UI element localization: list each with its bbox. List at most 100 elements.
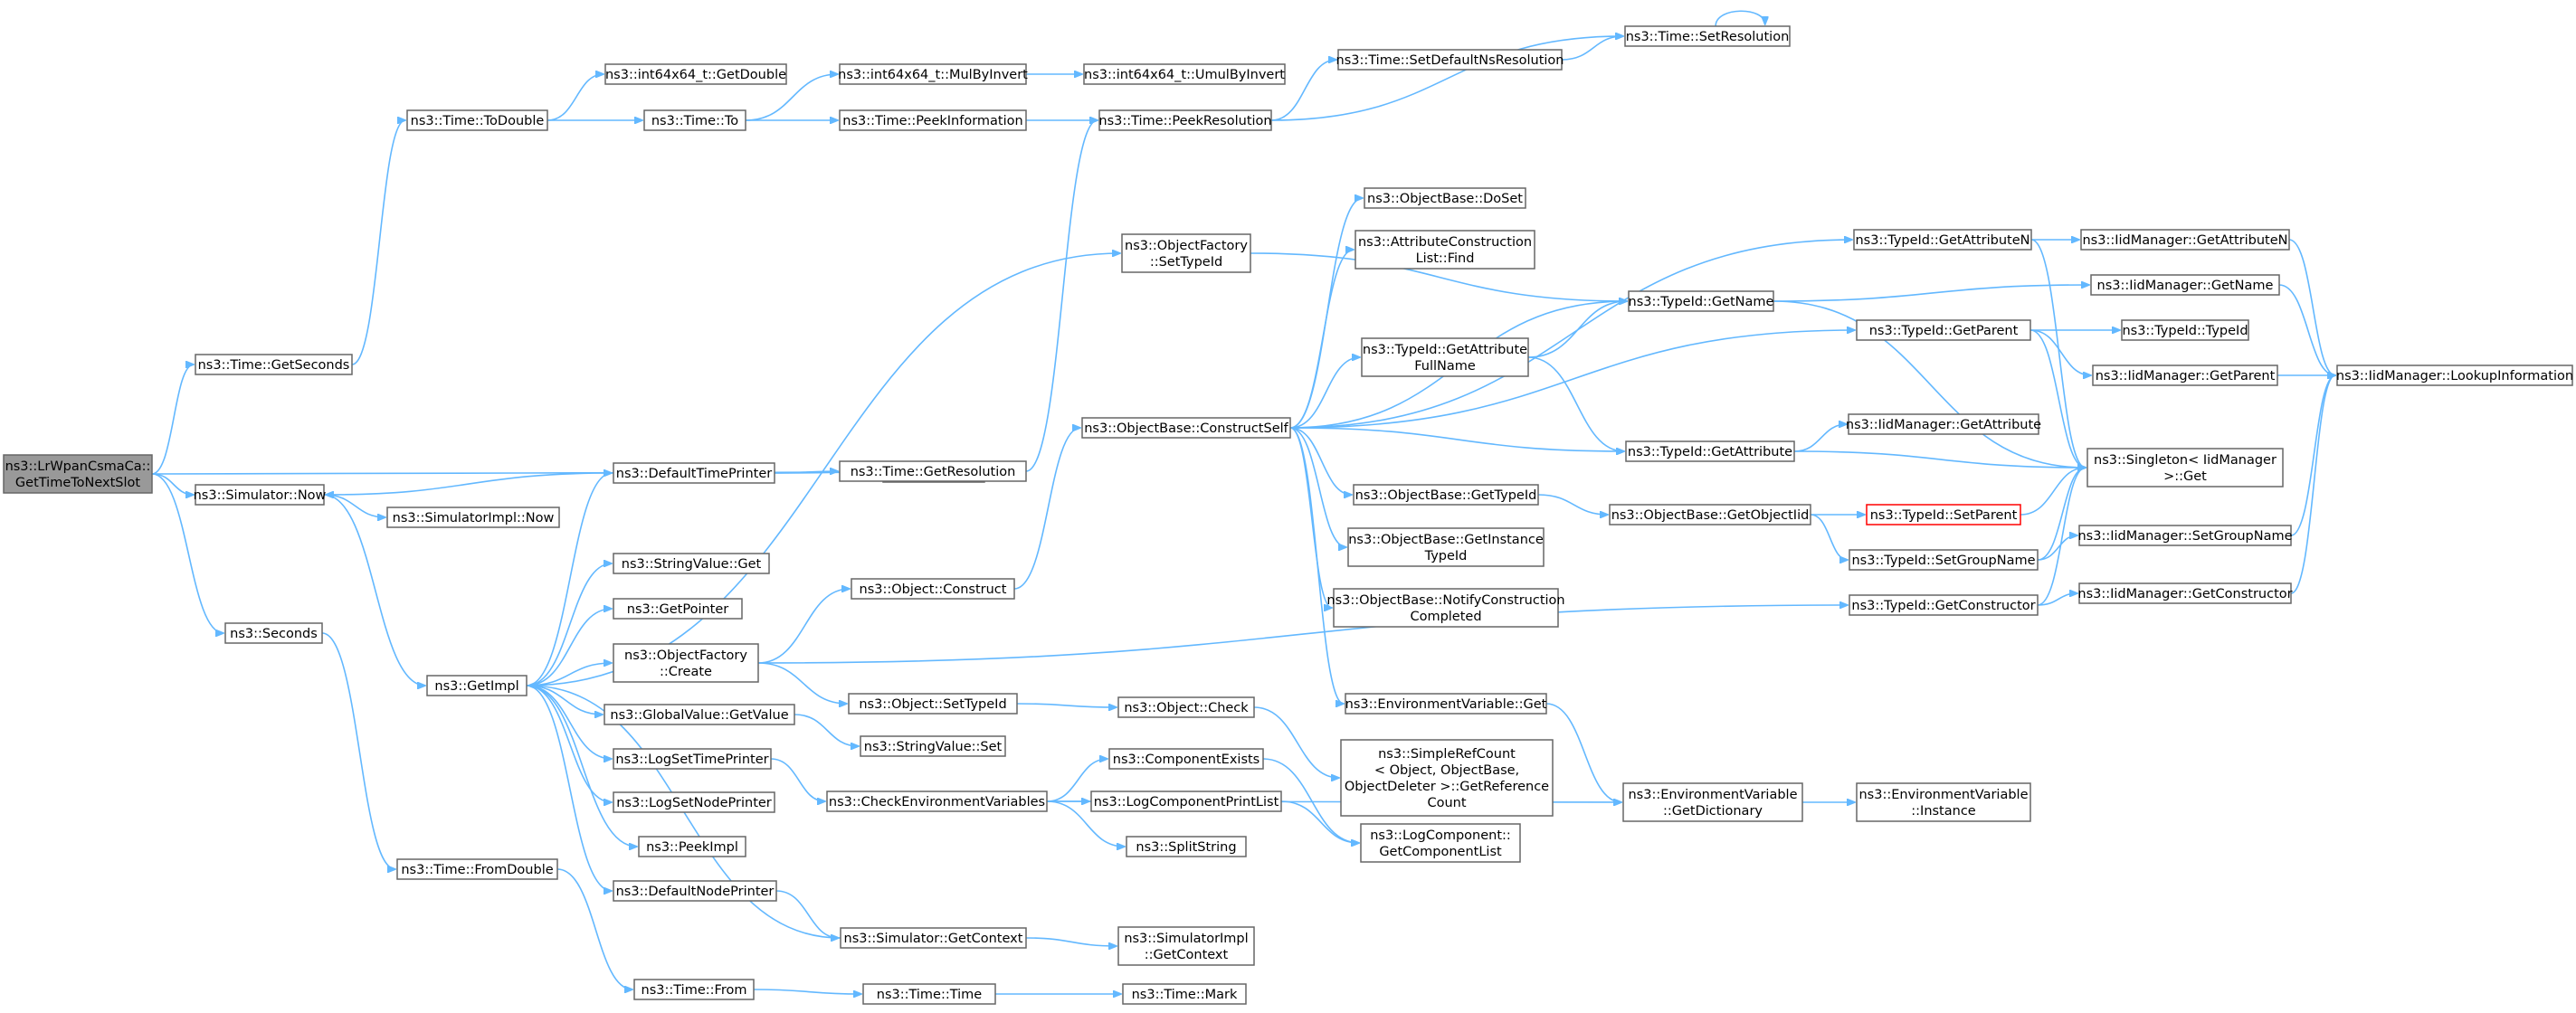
- node-obj-set-type-id[interactable]: ns3::Object::SetTypeId: [848, 693, 1018, 715]
- node-box[interactable]: [1848, 413, 2039, 435]
- node-type-id-set-parent[interactable]: ns3::TypeId::SetParent: [1866, 504, 2021, 525]
- node-box[interactable]: [839, 109, 1027, 131]
- node-obj-base-get-type-id[interactable]: ns3::ObjectBase::GetTypeId: [1353, 484, 1539, 506]
- node-get-impl[interactable]: ns3::GetImpl: [426, 675, 528, 696]
- node-box[interactable]: [1353, 484, 1539, 506]
- node-box[interactable]: [1856, 782, 2031, 822]
- node-def-time-printer[interactable]: ns3::DefaultTimePrinter: [613, 462, 775, 484]
- node-obj-base-notify[interactable]: ns3::ObjectBase::NotifyConstructionCompl…: [1326, 588, 1565, 628]
- node-obj-base-get-object-iid[interactable]: ns3::ObjectBase::GetObjectIid: [1609, 504, 1811, 525]
- node-get-double[interactable]: ns3::int64x64_t::GetDouble: [604, 63, 787, 85]
- node-root[interactable]: ns3::LrWpanCsmaCa::GetTimeToNextSlot: [3, 454, 153, 494]
- node-box[interactable]: [613, 880, 777, 902]
- node-iid-get-name[interactable]: ns3::IidManager::GetName: [2090, 274, 2280, 296]
- node-box[interactable]: [1081, 417, 1291, 439]
- node-seconds[interactable]: ns3::Seconds: [224, 622, 323, 644]
- node-singleton-get[interactable]: ns3::Singleton< IidManager >::Get: [2086, 448, 2284, 488]
- node-box[interactable]: [1333, 588, 1559, 628]
- node-str-val-set[interactable]: ns3::StringValue::Set: [860, 735, 1006, 757]
- node-log-set-time-printer[interactable]: ns3::LogSetTimePrinter: [613, 748, 772, 770]
- node-box[interactable]: [3, 454, 153, 494]
- node-box[interactable]: [224, 622, 323, 644]
- node-iid-get-parent[interactable]: ns3::IidManager::GetParent: [2092, 364, 2278, 386]
- node-box[interactable]: [1622, 782, 1803, 822]
- node-box[interactable]: [1625, 440, 1795, 462]
- node-box[interactable]: [1098, 109, 1272, 131]
- node-get-resolution[interactable]: ns3::Time::GetResolution: [839, 460, 1027, 482]
- node-obj-fact-set-type-id[interactable]: ns3::ObjectFactory::SetTypeId: [1121, 233, 1251, 273]
- node-check-env[interactable]: ns3::CheckEnvironmentVariables: [826, 791, 1048, 812]
- node-box[interactable]: [1083, 63, 1286, 85]
- node-box[interactable]: [1853, 229, 2032, 251]
- node-log-comp-get-list[interactable]: ns3::LogComponent::GetComponentList: [1360, 823, 1521, 863]
- node-box[interactable]: [1117, 926, 1255, 966]
- node-iid-get-attr-n[interactable]: ns3::IidManager::GetAttributeN: [2080, 229, 2290, 251]
- node-set-def-ns[interactable]: ns3::Time::SetDefaultNsResolution: [1336, 49, 1564, 71]
- node-box[interactable]: [1360, 823, 1521, 863]
- node-box[interactable]: [826, 791, 1048, 812]
- node-sim-now[interactable]: ns3::Simulator::Now: [194, 484, 327, 506]
- node-split-string[interactable]: ns3::SplitString: [1126, 836, 1247, 857]
- node-str-val-get[interactable]: ns3::StringValue::Get: [613, 553, 770, 574]
- node-type-id-get-attribute[interactable]: ns3::TypeId::GetAttribute: [1625, 440, 1795, 462]
- node-env-var-get[interactable]: ns3::EnvironmentVariable::Get: [1345, 693, 1547, 715]
- node-peek-info[interactable]: ns3::Time::PeekInformation: [839, 109, 1027, 131]
- node-box[interactable]: [1337, 49, 1563, 71]
- node-box[interactable]: [1628, 290, 1774, 312]
- node-get-pointer[interactable]: ns3::GetPointer: [613, 598, 743, 620]
- node-iid-get-attribute[interactable]: ns3::IidManager::GetAttribute: [1846, 413, 2041, 435]
- node-obj-check[interactable]: ns3::Object::Check: [1117, 696, 1255, 718]
- node-box[interactable]: [1117, 696, 1255, 718]
- node-to-double[interactable]: ns3::Time::ToDouble: [406, 109, 548, 131]
- node-box[interactable]: [862, 983, 996, 1005]
- node-comp-exists[interactable]: ns3::ComponentExists: [1108, 748, 1264, 770]
- node-box[interactable]: [386, 506, 560, 528]
- node-box[interactable]: [613, 598, 743, 620]
- node-time-to[interactable]: ns3::Time::To: [643, 109, 746, 131]
- node-mul-by-invert[interactable]: ns3::int64x64_t::MulByInvert: [838, 63, 1028, 85]
- node-box[interactable]: [1609, 504, 1811, 525]
- node-box[interactable]: [2092, 364, 2278, 386]
- node-box[interactable]: [195, 484, 325, 506]
- node-box[interactable]: [604, 704, 795, 725]
- node-umul-by-invert[interactable]: ns3::int64x64_t::UmulByInvert: [1083, 63, 1286, 85]
- node-peek-impl[interactable]: ns3::PeekImpl: [638, 836, 746, 857]
- node-box[interactable]: [633, 979, 755, 1000]
- node-iid-lookup[interactable]: ns3::IidManager::LookupInformation: [2336, 364, 2573, 386]
- node-box[interactable]: [1361, 337, 1529, 377]
- node-gv-get-value[interactable]: ns3::GlobalValue::GetValue: [604, 704, 795, 725]
- node-box[interactable]: [613, 643, 759, 683]
- node-type-id-get-attr-n[interactable]: ns3::TypeId::GetAttributeN: [1853, 229, 2032, 251]
- node-box[interactable]: [2078, 582, 2292, 604]
- node-box[interactable]: [1624, 25, 1791, 47]
- node-box[interactable]: [1126, 836, 1247, 857]
- node-box[interactable]: [2336, 364, 2573, 386]
- node-box[interactable]: [1347, 527, 1545, 567]
- node-get-seconds[interactable]: ns3::Time::GetSeconds: [195, 354, 353, 375]
- node-box[interactable]: [839, 63, 1027, 85]
- node-iid-get-constructor[interactable]: ns3::IidManager::GetConstructor: [2077, 582, 2293, 604]
- node-box[interactable]: [638, 836, 746, 857]
- node-time-mark[interactable]: ns3::Time::Mark: [1122, 983, 1247, 1005]
- node-box[interactable]: [2086, 448, 2284, 488]
- node-from-double[interactable]: ns3::Time::FromDouble: [396, 858, 558, 880]
- node-box[interactable]: [2080, 229, 2290, 251]
- node-box[interactable]: [1355, 230, 1535, 270]
- node-type-id-get-name[interactable]: ns3::TypeId::GetName: [1628, 290, 1774, 312]
- node-box[interactable]: [613, 791, 775, 813]
- node-box[interactable]: [840, 927, 1027, 949]
- node-sim-impl-get-context[interactable]: ns3::SimulatorImpl::GetContext: [1117, 926, 1255, 966]
- node-sim-impl-now[interactable]: ns3::SimulatorImpl::Now: [386, 506, 560, 528]
- node-type-id-get-parent[interactable]: ns3::TypeId::GetParent: [1856, 319, 2031, 341]
- node-box[interactable]: [426, 675, 528, 696]
- node-box[interactable]: [1364, 187, 1526, 209]
- node-box[interactable]: [848, 693, 1018, 715]
- node-log-comp-print-list[interactable]: ns3::LogComponentPrintList: [1090, 791, 1282, 812]
- node-obj-fact-create[interactable]: ns3::ObjectFactory::Create: [613, 643, 759, 683]
- node-box[interactable]: [1122, 983, 1247, 1005]
- node-box[interactable]: [1121, 233, 1251, 273]
- node-box[interactable]: [839, 460, 1027, 482]
